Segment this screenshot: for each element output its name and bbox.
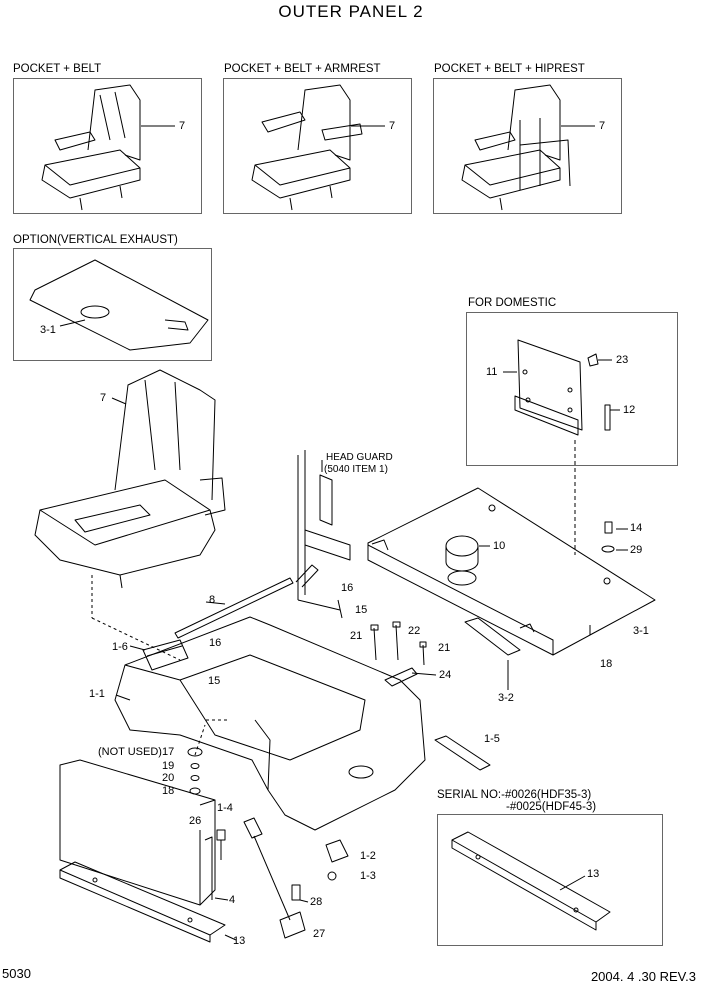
part-label-7: 7 (179, 120, 186, 132)
part-label-7: 7 (599, 120, 606, 132)
revision-date: 2004. 4 .30 REV.3 (590, 969, 696, 984)
part-label-3-1: 3-1 (633, 625, 649, 637)
large-seat (34, 369, 226, 661)
inset-option-vertical-exhaust (13, 248, 212, 361)
not-used-note: (NOT USED) (98, 746, 162, 758)
part-label-16: 16 (341, 582, 354, 594)
bottom-bracket (59, 861, 237, 943)
part-label-1-6: 1-6 (112, 641, 128, 653)
part-label-11: 11 (486, 366, 498, 378)
side-cover (59, 759, 229, 906)
part-label-14: 14 (630, 522, 643, 534)
part-label-17: 17 (162, 746, 175, 758)
part-label-1-5: 1-5 (484, 733, 500, 745)
caption-pocket-belt: POCKET + BELT (13, 63, 102, 75)
inset-seat-pocket-belt (13, 78, 202, 214)
part-label-10: 10 (493, 540, 506, 552)
hinge-and-bolts (337, 599, 437, 687)
option-plate (29, 259, 209, 351)
rubber-strips (434, 617, 521, 771)
part-label-13: 13 (587, 868, 600, 880)
part-label-20: 20 (162, 772, 175, 784)
part-label-1-4: 1-4 (217, 802, 233, 814)
part-label-1-2: 1-2 (360, 850, 376, 862)
part-label-28: 28 (310, 896, 323, 908)
head-guard (297, 450, 351, 611)
inset-seat-armrest (223, 78, 412, 214)
part-label-1-1: 1-1 (89, 688, 105, 700)
part-label-29: 29 (630, 544, 643, 556)
seat-drawing-b (251, 84, 385, 211)
page-title: OUTER PANEL 2 (278, 2, 424, 21)
part-label-16: 16 (209, 637, 222, 649)
part-label-18: 18 (162, 785, 175, 797)
part-label-15: 15 (208, 675, 221, 687)
bolts-bottom (216, 817, 349, 939)
part-label-1-3: 1-3 (360, 870, 376, 882)
inset-seat-hiprest (433, 78, 622, 214)
part-label-27: 27 (313, 928, 326, 940)
part-label-19: 19 (162, 760, 175, 772)
rod-8 (174, 564, 319, 639)
seat-drawing-c (461, 84, 595, 211)
head-guard-line2: (5040 ITEM 1) (324, 464, 388, 475)
part-label-13: 13 (233, 935, 246, 947)
part-label-24: 24 (439, 669, 452, 681)
part-label-21: 21 (438, 642, 451, 654)
washers (187, 719, 230, 795)
inset-for-domestic (466, 312, 678, 466)
part-label-3-2: 3-2 (498, 692, 514, 704)
floor-plate (367, 487, 656, 656)
part-label-23: 23 (616, 354, 629, 366)
caption-pocket-belt-hiprest: POCKET + BELT + HIPREST (434, 63, 585, 75)
inset-serial (437, 814, 663, 946)
part-label-21: 21 (350, 630, 363, 642)
seat-drawing-a (41, 84, 175, 211)
outer-panel (114, 616, 426, 831)
head-guard-line1: HEAD GUARD (326, 452, 393, 463)
page-number: 5030 (2, 966, 31, 981)
part-label-26: 26 (189, 815, 202, 827)
part-label-3-1: 3-1 (40, 324, 56, 336)
caption-pocket-belt-armrest: POCKET + BELT + ARMREST (224, 63, 381, 75)
part-label-18: 18 (600, 658, 613, 670)
domestic-bracket (503, 339, 620, 555)
part-label-7: 7 (389, 120, 396, 132)
part-label-12: 12 (623, 404, 636, 416)
caption-for-domestic: FOR DOMESTIC (468, 297, 557, 309)
caption-serial-1: SERIAL NO:-#0026(HDF35-3) (437, 789, 592, 801)
caption-option-exhaust: OPTION(VERTICAL EXHAUST) (13, 234, 178, 246)
part-label-15: 15 (355, 604, 368, 616)
serial-bracket (451, 831, 611, 931)
part-label-7: 7 (100, 392, 107, 404)
caption-serial-2: -#0025(HDF45-3) (506, 801, 597, 813)
part-label-22: 22 (408, 625, 421, 637)
part-label-8: 8 (209, 594, 216, 606)
part-label-4: 4 (229, 894, 236, 906)
